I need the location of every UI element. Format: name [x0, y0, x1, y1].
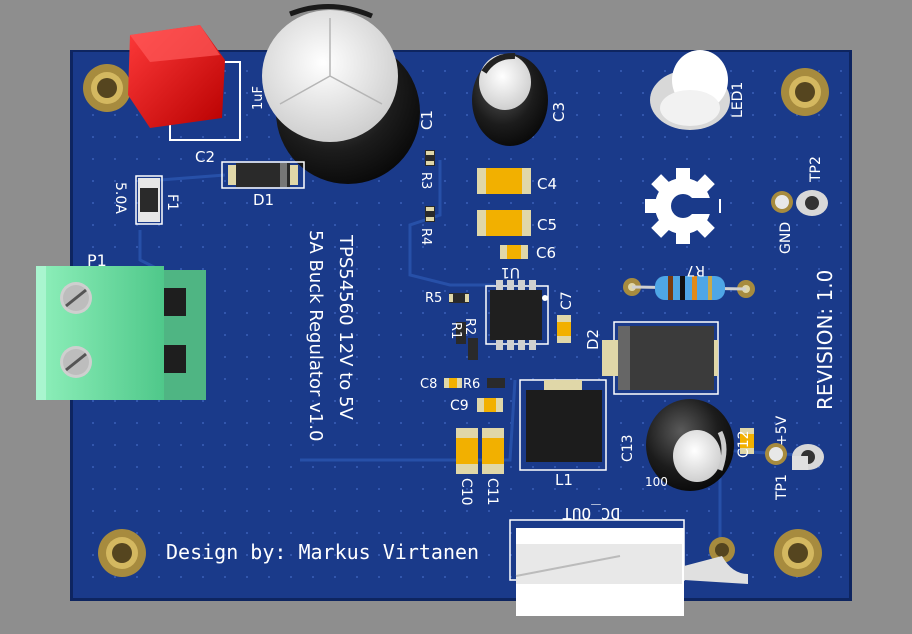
c4-capacitor — [477, 168, 531, 194]
f1-fuse — [135, 175, 163, 225]
c2-value-label: 1uF — [251, 86, 266, 110]
mounting-hole-bottom-left — [98, 529, 146, 577]
c8-label: C8 — [420, 377, 437, 392]
tp2-label: TP2 — [808, 156, 824, 183]
c10-capacitor — [456, 428, 478, 474]
r4-resistor — [425, 206, 435, 222]
p1-terminal-block — [36, 266, 206, 400]
c11-capacitor — [482, 428, 504, 474]
r4-label: R4 — [418, 228, 433, 245]
c12-label: C12 — [736, 430, 752, 458]
tp1-test-point — [765, 443, 824, 470]
l1-label: L1 — [555, 471, 573, 489]
c6-label: C6 — [536, 244, 556, 262]
r7-label: R7 — [686, 262, 705, 278]
c5-capacitor — [477, 210, 531, 236]
r6-label: R6 — [463, 377, 480, 392]
c13-value-label: 100 — [645, 475, 668, 489]
u1-regulator-chip — [485, 280, 549, 350]
c5-label: C5 — [537, 216, 557, 234]
c1-capacitor — [262, 4, 420, 184]
p1-label: P1 — [87, 251, 107, 270]
r1-label: R1 — [448, 322, 463, 339]
tp2-net-label: GND — [778, 222, 794, 254]
c13-capacitor — [646, 399, 734, 491]
tp2-test-point — [771, 190, 828, 216]
gear-icon — [645, 168, 721, 244]
c2-capacitor — [128, 25, 225, 128]
d1-diode — [221, 161, 305, 189]
designer-credit: Design by: Markus Virtanen — [166, 540, 479, 564]
c1-label: C1 — [418, 110, 436, 130]
c4-label: C4 — [537, 175, 557, 193]
f1-label: F1 — [164, 194, 180, 211]
c3-capacitor — [472, 52, 548, 146]
r3-resistor — [425, 150, 435, 166]
u1-label: U1 — [501, 264, 520, 280]
d2-diode — [602, 321, 719, 395]
c11-label: C11 — [484, 478, 500, 506]
l1-inductor — [519, 379, 607, 471]
r6-resistor — [487, 378, 505, 388]
mounting-hole-top-left — [83, 64, 131, 112]
f1-value-label: 5.0A — [112, 182, 128, 214]
tp1-label: TP1 — [774, 474, 790, 501]
c7-label: C7 — [559, 291, 575, 310]
r2-label: R2 — [462, 318, 477, 335]
r5-resistor — [449, 293, 469, 303]
c8-capacitor — [444, 378, 462, 388]
c9-label: C9 — [450, 398, 469, 414]
led1-component — [650, 50, 730, 130]
dc-out-label: DC_OUT — [562, 504, 620, 523]
r3-label: R3 — [418, 172, 433, 189]
board-title-line1: TPS54560 12V to 5V — [335, 234, 356, 420]
c6-capacitor — [500, 245, 528, 259]
d1-label: D1 — [253, 191, 274, 209]
mounting-hole-top-right — [781, 68, 829, 116]
dc-out-jack — [509, 519, 748, 616]
c10-label: C10 — [458, 478, 474, 506]
c2-label: C2 — [195, 148, 215, 166]
tp1-net-label: +5V — [774, 415, 790, 446]
board-title-line2: 5A Buck Regulator v1.0 — [305, 230, 326, 441]
c13-label: C13 — [620, 434, 636, 462]
led1-label: LED1 — [730, 82, 746, 118]
d2-label: D2 — [584, 329, 602, 350]
c9-capacitor — [477, 398, 503, 412]
r7-resistor — [623, 276, 755, 300]
c12-capacitor — [740, 428, 754, 454]
revision-text: REVISION: 1.0 — [813, 270, 837, 410]
c7-capacitor — [557, 315, 571, 343]
r2-resistor — [468, 338, 478, 360]
c3-label: C3 — [550, 102, 568, 122]
r1-resistor — [456, 322, 466, 344]
mounting-hole-bottom-right — [774, 529, 822, 577]
r5-label: R5 — [425, 291, 442, 306]
